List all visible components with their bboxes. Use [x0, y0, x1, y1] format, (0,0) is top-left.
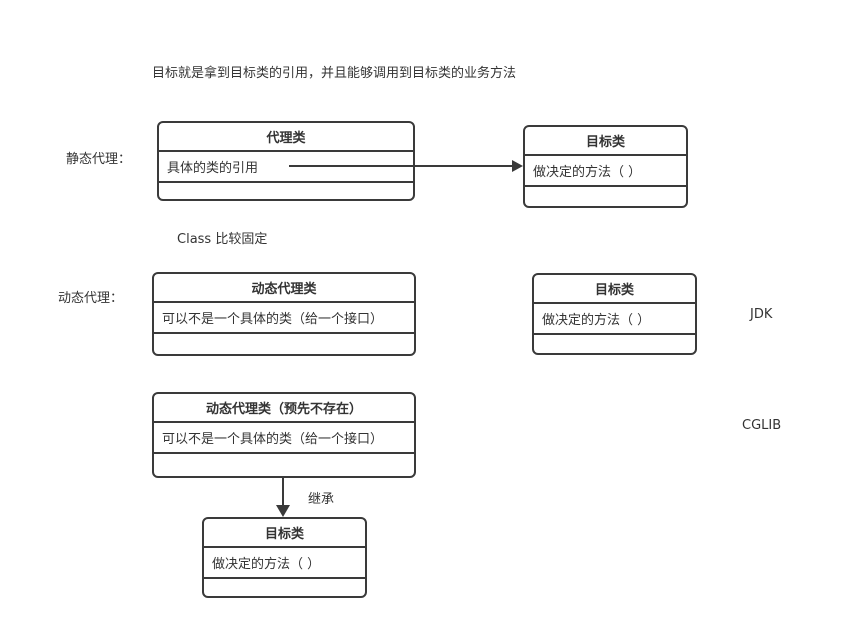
- class-box-title: 动态代理类（预先不存在）: [154, 394, 414, 423]
- class-box-empty-row: [204, 579, 365, 596]
- inherit-arrow-line: [282, 478, 284, 507]
- jdk-label: JDK: [750, 307, 773, 322]
- inherit-label: 继承: [308, 492, 335, 507]
- static-target-class-box: 目标类 做决定的方法（ ）: [523, 125, 688, 208]
- class-box-title: 目标类: [204, 519, 365, 548]
- dynamic-proxy-label: 动态代理：: [58, 291, 124, 306]
- cglib-label: CGLIB: [742, 418, 782, 433]
- jdk-target-class-box: 目标类 做决定的方法（ ）: [532, 273, 697, 355]
- class-box-content: 做决定的方法（ ）: [534, 304, 695, 335]
- class-box-title: 目标类: [534, 275, 695, 304]
- cglib-proxy-class-box: 动态代理类（预先不存在） 可以不是一个具体的类（给一个接口）: [152, 392, 416, 478]
- class-box-content: 可以不是一个具体的类（给一个接口）: [154, 303, 414, 334]
- static-proxy-class-box: 代理类 具体的类的引用: [157, 121, 415, 201]
- inherit-arrow-head-icon: [276, 505, 290, 517]
- class-box-empty-row: [154, 454, 414, 476]
- cglib-target-class-box: 目标类 做决定的方法（ ）: [202, 517, 367, 598]
- class-box-empty-row: [525, 187, 686, 206]
- class-box-content: 做决定的方法（ ）: [525, 156, 686, 187]
- class-box-title: 动态代理类: [154, 274, 414, 303]
- class-box-title: 代理类: [159, 123, 413, 152]
- class-box-empty-row: [159, 183, 413, 199]
- diagram-description: 目标就是拿到目标类的引用，并且能够调用到目标类的业务方法: [152, 66, 517, 81]
- class-box-empty-row: [154, 334, 414, 354]
- class-box-content: 做决定的方法（ ）: [204, 548, 365, 579]
- class-box-title: 目标类: [525, 127, 686, 156]
- class-fixed-note: Class 比较固定: [177, 232, 268, 247]
- reference-arrow-head-icon: [512, 160, 523, 172]
- static-proxy-label: 静态代理：: [66, 152, 132, 167]
- reference-arrow-line: [289, 165, 514, 167]
- class-box-content: 具体的类的引用: [159, 152, 413, 183]
- class-box-empty-row: [534, 335, 695, 353]
- dynamic-proxy-class-box: 动态代理类 可以不是一个具体的类（给一个接口）: [152, 272, 416, 356]
- class-box-content: 可以不是一个具体的类（给一个接口）: [154, 423, 414, 454]
